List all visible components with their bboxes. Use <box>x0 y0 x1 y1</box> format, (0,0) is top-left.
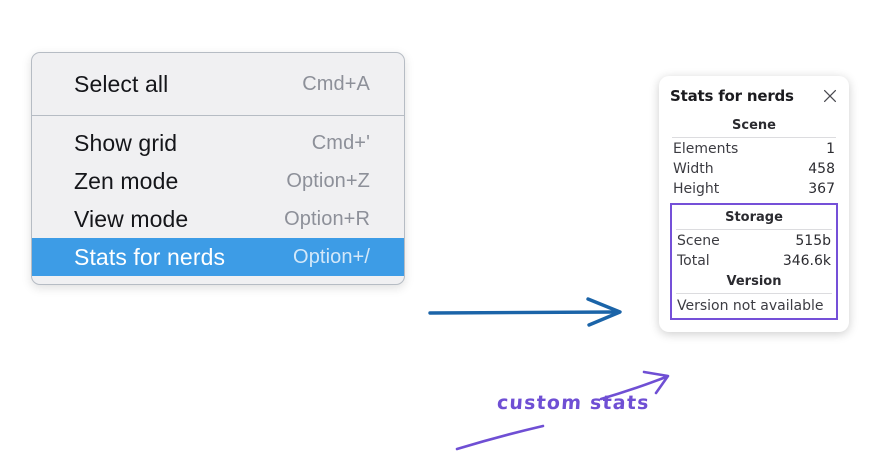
stat-value: 515b <box>795 233 831 249</box>
purple-underline-stroke <box>455 424 545 451</box>
menu-item-shortcut: Option+Z <box>286 169 370 192</box>
custom-stats-highlight-box: Storage Scene 515b Total 346.6k Version … <box>670 203 838 320</box>
menu-item-label: View mode <box>74 205 189 232</box>
menu-item-label: Show grid <box>74 129 178 156</box>
stat-row: Width 458 <box>670 159 838 179</box>
blue-arrow-menu-to-panel <box>428 297 622 327</box>
stat-value: 1 <box>826 141 835 157</box>
menu-item-view-mode[interactable]: View mode Option+R <box>32 200 404 238</box>
stat-row: Total 346.6k <box>674 251 834 271</box>
menu-item-shortcut: Option+R <box>284 207 370 230</box>
panel-title: Stats for nerds <box>670 87 794 105</box>
stat-value: 346.6k <box>782 253 831 269</box>
menu-item-shortcut: Cmd+' <box>311 131 370 154</box>
menu-item-show-grid[interactable]: Show grid Cmd+' <box>32 124 404 162</box>
section-divider <box>676 229 832 230</box>
canvas-context-menu[interactable]: Select all Cmd+A Show grid Cmd+' Zen mod… <box>31 52 405 285</box>
menu-item-select-all[interactable]: Select all Cmd+A <box>32 65 404 103</box>
stat-value: 367 <box>808 181 835 197</box>
menu-item-stats-for-nerds[interactable]: Stats for nerds Option+/ <box>32 238 404 276</box>
menu-group-2: Show grid Cmd+' Zen mode Option+Z View m… <box>32 116 404 284</box>
custom-stats-annotation: custom stats <box>496 392 651 414</box>
section-scene: Scene Elements 1 Width 458 Height 367 <box>670 115 838 199</box>
section-storage: Storage Scene 515b Total 346.6k <box>674 207 834 271</box>
menu-item-label: Select all <box>74 70 169 97</box>
section-divider <box>672 137 836 138</box>
menu-separator <box>32 115 404 116</box>
stats-for-nerds-panel: Stats for nerds Scene Elements 1 Width 4… <box>659 76 849 332</box>
stat-label: Elements <box>673 141 739 157</box>
stat-label: Width <box>673 161 714 177</box>
stat-label: Total <box>677 253 710 269</box>
stat-label: Height <box>673 181 720 197</box>
menu-item-shortcut: Cmd+A <box>302 72 370 95</box>
menu-item-label: Zen mode <box>74 167 179 194</box>
section-version: Version Version not available <box>674 271 834 315</box>
version-note: Version not available <box>677 298 824 314</box>
section-heading: Storage <box>725 210 783 225</box>
close-icon[interactable] <box>822 88 838 104</box>
stat-row: Elements 1 <box>670 139 838 159</box>
panel-header: Stats for nerds <box>670 87 838 105</box>
menu-item-shortcut: Option+/ <box>293 245 370 268</box>
section-heading: Version <box>726 274 782 289</box>
stat-value: 458 <box>808 161 835 177</box>
menu-item-zen-mode[interactable]: Zen mode Option+Z <box>32 162 404 200</box>
menu-group-1: Select all Cmd+A <box>32 53 404 115</box>
stat-label: Scene <box>677 233 720 249</box>
stat-row: Scene 515b <box>674 231 834 251</box>
stat-row: Height 367 <box>670 179 838 199</box>
section-heading: Scene <box>732 118 776 133</box>
menu-item-label: Stats for nerds <box>74 243 226 270</box>
section-divider <box>676 293 832 294</box>
